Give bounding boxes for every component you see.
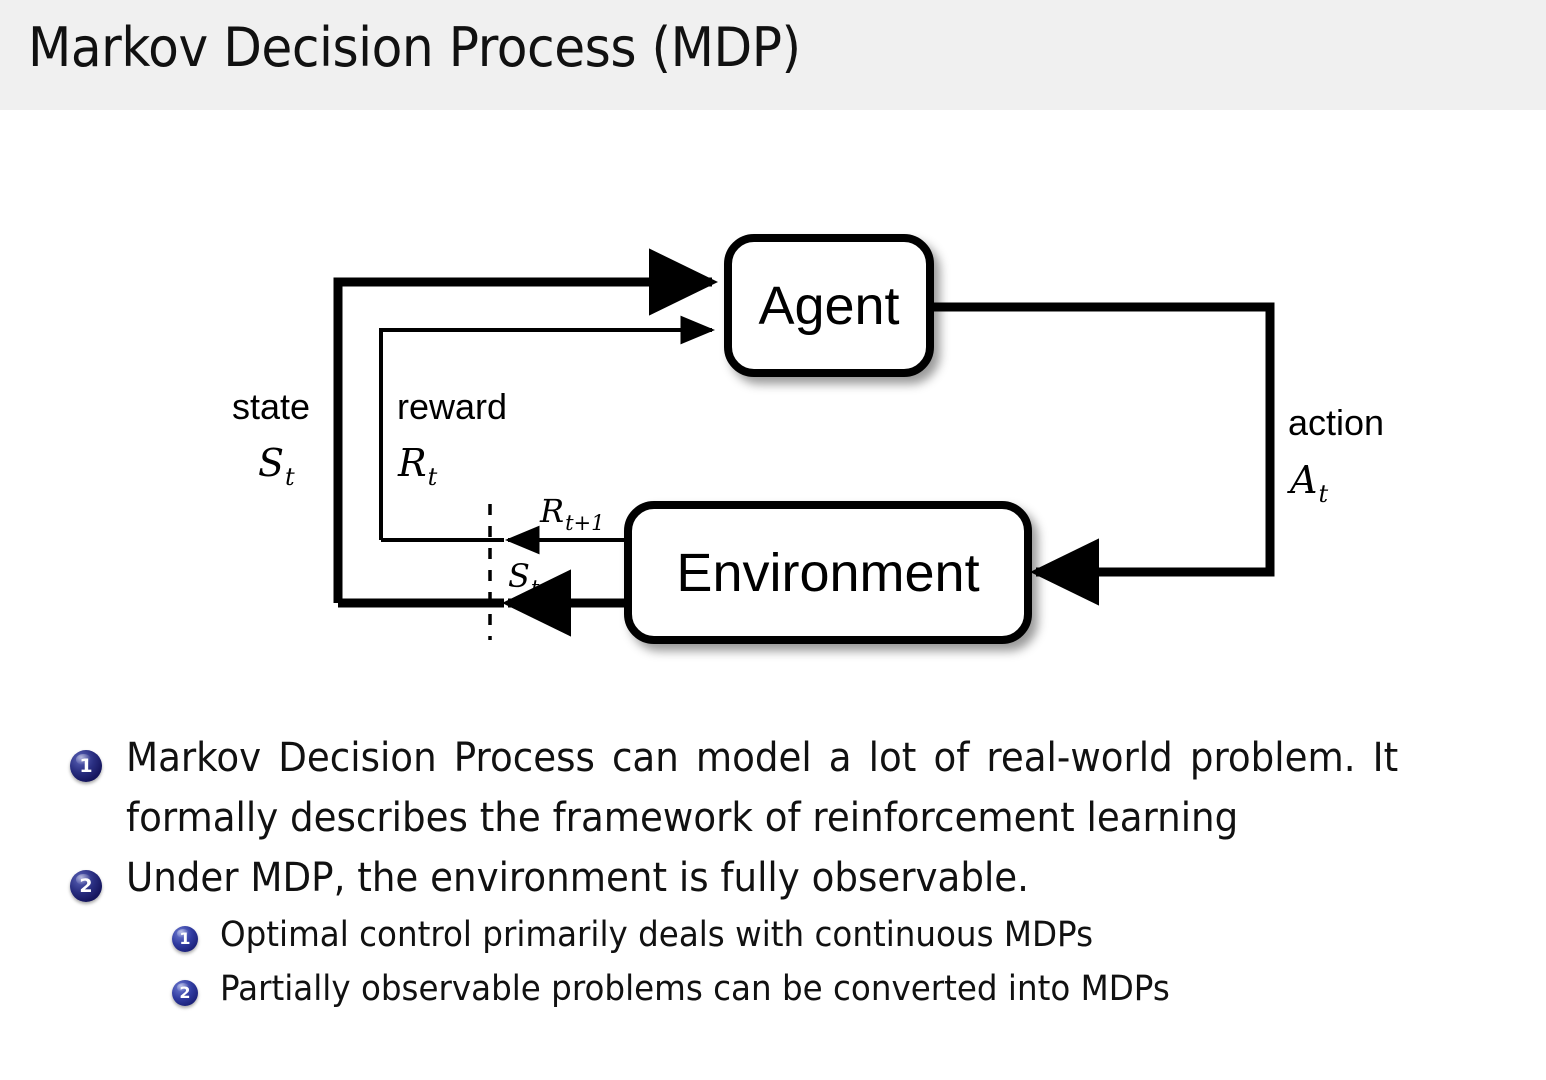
agent-box: Agent [724,234,934,377]
reward-next-label: Rt+1 [539,492,605,535]
action-path [930,302,1275,606]
list-item-text: Markov Decision Process can model a lot … [126,735,1399,841]
list-item-text: Under MDP, the environment is fully obse… [126,855,1030,901]
sub-list-item-text: Partially observable problems can be con… [220,969,1170,1009]
action-label-word: action [1288,402,1384,443]
reward-label-symbol: Rt [397,441,438,491]
sub-list-item-text: Optimal control primarily deals with con… [220,915,1094,955]
bullet-number-badge: 2 [70,870,102,902]
list-item: 1 Markov Decision Process can model a lo… [0,728,1546,848]
sub-list-item: 2 Partially observable problems can be c… [0,962,1546,1016]
state-label-symbol: St [258,441,295,491]
bullet-list: 1 Markov Decision Process can model a lo… [0,728,1546,1016]
slide-header-band [0,0,1546,110]
list-item: 2 Under MDP, the environment is fully ob… [0,848,1546,908]
state-next-label: St+1 [508,557,570,600]
reward-label-word: reward [397,386,507,427]
environment-box-label: Environment [676,543,979,603]
mdp-diagram: Agent Environment state St reward Rt act… [0,110,1546,710]
action-label-symbol: At [1287,458,1328,508]
sub-list-item: 1 Optimal control primarily deals with c… [0,908,1546,962]
state-feedback-path [333,248,718,603]
sub-bullet-number-badge: 1 [172,926,198,952]
agent-box-label: Agent [758,276,899,336]
bullet-number-badge: 1 [70,750,102,782]
page-title: Markov Decision Process (MDP) [28,16,801,79]
sub-bullet-number-badge: 2 [172,980,198,1006]
reward-feedback-path [379,315,715,540]
environment-box: Environment [624,501,1032,644]
state-label-word: state [232,386,310,427]
agent-environment-loop-svg: Agent Environment state St reward Rt act… [232,234,1384,644]
